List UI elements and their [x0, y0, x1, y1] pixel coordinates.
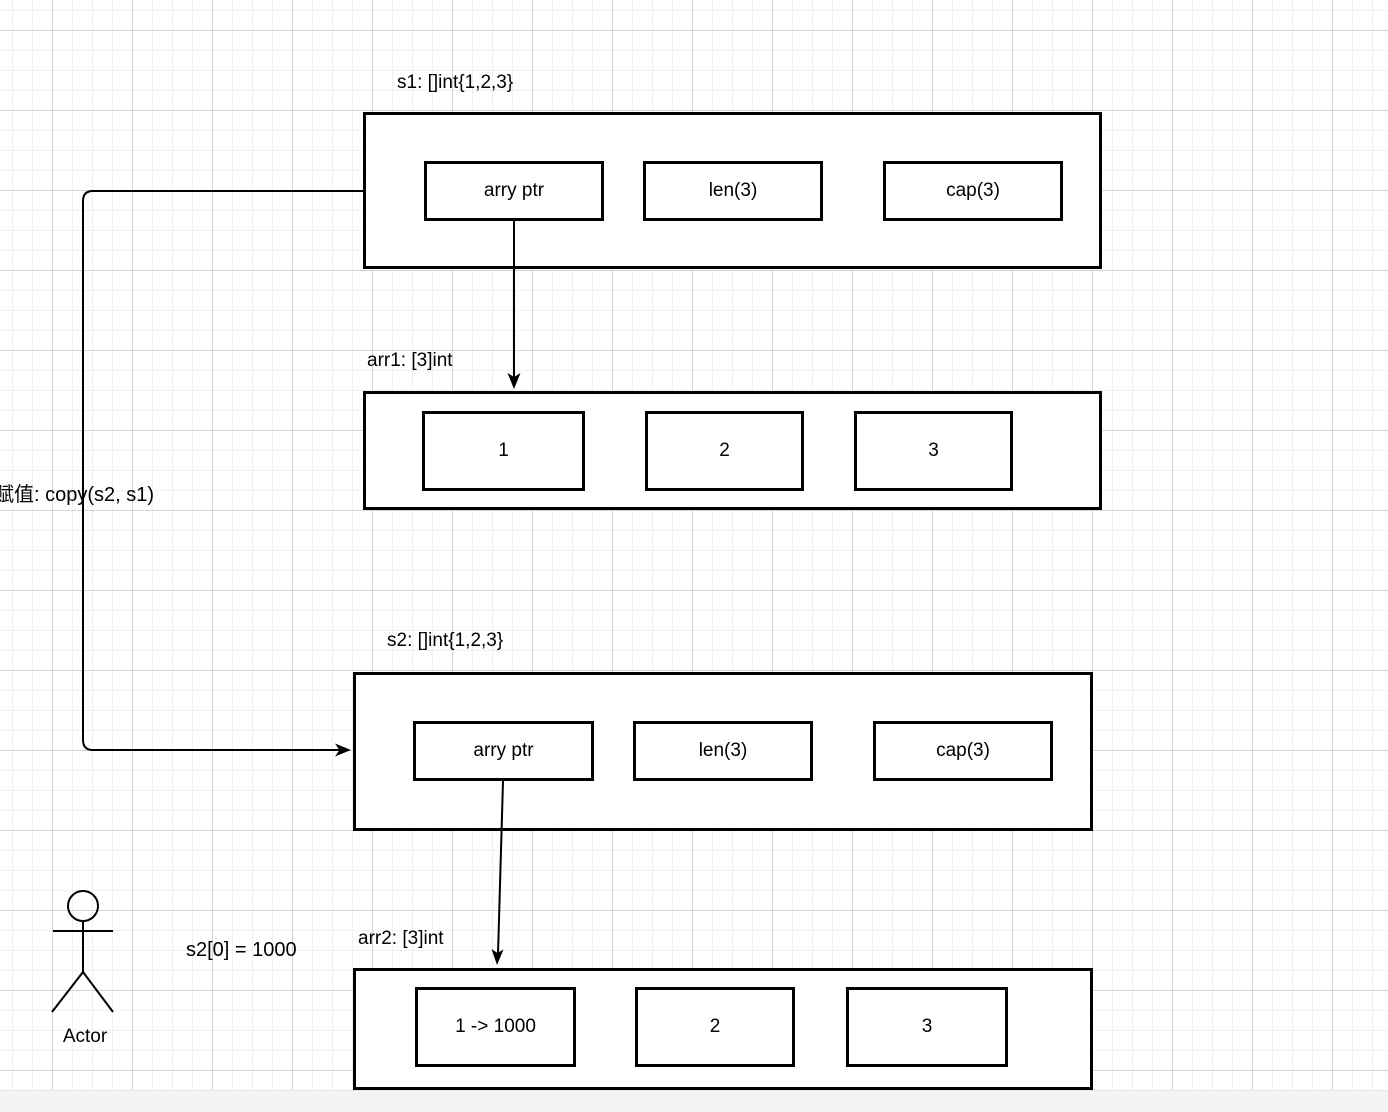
- arrow-s2-ptr-to-arr2[interactable]: [491, 780, 504, 965]
- arr1-title[interactable]: arr1: [3]int: [367, 350, 453, 371]
- arr1-value-1-cell[interactable]: 2: [645, 411, 804, 491]
- arrow-copy-s1-to-s2[interactable]: [82, 190, 363, 757]
- cell-label: cap(3): [936, 740, 990, 761]
- s2-group-box[interactable]: arry ptr len(3) cap(3): [353, 672, 1093, 831]
- cell-label: arry ptr: [483, 180, 545, 201]
- s2-len-cell[interactable]: len(3): [633, 721, 813, 781]
- arr2-title[interactable]: arr2: [3]int: [358, 928, 444, 949]
- copy-annotation[interactable]: 赋值: copy(s2, s1): [0, 484, 155, 506]
- arrow-s1-ptr-to-arr1[interactable]: [507, 221, 521, 389]
- actor-label: Actor: [62, 1026, 108, 1047]
- arr1-value-2-cell[interactable]: 3: [854, 411, 1013, 491]
- arr2-value-2-cell[interactable]: 3: [846, 987, 1008, 1067]
- assign-annotation[interactable]: s2[0] = 1000: [186, 939, 297, 961]
- cell-label: cap(3): [946, 180, 1000, 201]
- s2-arry-ptr-cell[interactable]: arry ptr: [413, 721, 594, 781]
- s2-title[interactable]: s2: []int{1,2,3}: [387, 630, 504, 651]
- s1-cap-cell[interactable]: cap(3): [883, 161, 1063, 221]
- arr2-group-box[interactable]: 1 -> 1000 2 3: [353, 968, 1093, 1090]
- cell-label: 2: [719, 440, 730, 461]
- cell-label: len(3): [708, 180, 758, 201]
- arr2-value-1-cell[interactable]: 2: [635, 987, 795, 1067]
- arr2-value-0-cell[interactable]: 1 -> 1000: [415, 987, 576, 1067]
- cell-label: 3: [928, 440, 939, 461]
- s1-title[interactable]: s1: []int{1,2,3}: [397, 72, 514, 93]
- arr1-value-0-cell[interactable]: 1: [422, 411, 585, 491]
- s1-len-cell[interactable]: len(3): [643, 161, 823, 221]
- cell-label: 2: [709, 1016, 721, 1037]
- cell-label: 1 -> 1000: [455, 1016, 536, 1037]
- s1-group-box[interactable]: arry ptr len(3) cap(3): [363, 112, 1102, 269]
- actor-figure-icon[interactable]: [51, 890, 114, 1013]
- page-edge-strip: [0, 1090, 1388, 1112]
- cell-label: 3: [921, 1016, 933, 1037]
- cell-label: len(3): [698, 740, 748, 761]
- arr1-group-box[interactable]: 1 2 3: [363, 391, 1102, 510]
- s1-arry-ptr-cell[interactable]: arry ptr: [424, 161, 604, 221]
- cell-label: 1: [498, 440, 509, 461]
- s2-cap-cell[interactable]: cap(3): [873, 721, 1053, 781]
- cell-label: arry ptr: [473, 740, 534, 761]
